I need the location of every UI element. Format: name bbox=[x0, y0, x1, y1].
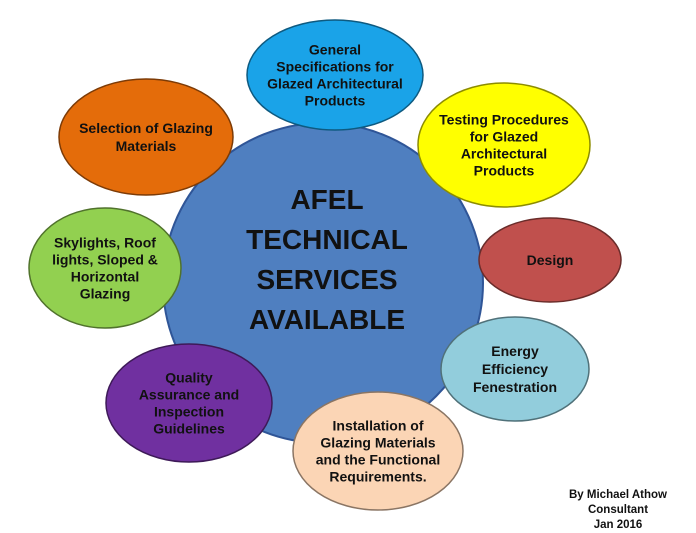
service-node-label-line: Assurance and bbox=[139, 387, 239, 403]
service-node-label-line: Glazed Architectural bbox=[267, 76, 403, 92]
service-node-shape bbox=[28, 207, 182, 329]
service-node-label-line: Architectural bbox=[461, 146, 547, 162]
center-title-line: AVAILABLE bbox=[249, 304, 405, 335]
service-node-label-line: Products bbox=[474, 163, 535, 179]
author-date: Jan 2016 bbox=[593, 519, 643, 531]
center-title-line: AFEL bbox=[290, 184, 363, 215]
service-node-label-line: Glazing Materials bbox=[320, 435, 435, 451]
service-node-design: Design bbox=[478, 217, 622, 303]
service-node-label-line: General bbox=[309, 42, 361, 58]
service-node-label-line: Skylights, Roof bbox=[54, 235, 156, 251]
service-node-shape bbox=[246, 19, 424, 131]
service-node-label-line: Specifications for bbox=[276, 59, 394, 75]
service-node-label-line: Requirements. bbox=[329, 469, 426, 485]
service-node-label-line: and the Functional bbox=[316, 452, 440, 468]
service-node-label: Design bbox=[527, 252, 574, 268]
service-node-label-line: Glazing bbox=[80, 286, 131, 302]
service-node-shape bbox=[478, 217, 622, 303]
service-node-label-line: Inspection bbox=[154, 404, 224, 420]
service-node-label-line: Testing Procedures bbox=[439, 112, 569, 128]
service-node-label-line: Materials bbox=[116, 138, 177, 154]
center-title-line: SERVICES bbox=[256, 264, 397, 295]
service-node-shape bbox=[105, 343, 273, 463]
service-node-label-line: Fenestration bbox=[473, 379, 557, 395]
author-role: Consultant bbox=[587, 504, 649, 516]
service-node-label-line: Selection of Glazing bbox=[79, 120, 213, 136]
service-node-label-line: for Glazed bbox=[470, 129, 538, 145]
service-node-label-line: Efficiency bbox=[482, 361, 548, 377]
service-node-shape bbox=[58, 78, 234, 196]
service-node-label-line: Products bbox=[305, 93, 366, 109]
service-node-label-line: Energy bbox=[491, 343, 539, 359]
service-node-shape bbox=[440, 316, 590, 422]
service-node-shape bbox=[417, 82, 591, 208]
author-name: By Michael Athow bbox=[569, 489, 667, 501]
center-title: AFEL TECHNICAL SERVICES AVAILABLE bbox=[246, 184, 408, 335]
service-node-label-line: Quality bbox=[165, 370, 213, 386]
service-node-label-line: Design bbox=[527, 252, 574, 268]
service-node-label-line: lights, Sloped & bbox=[52, 252, 158, 268]
service-node-label-line: Installation of bbox=[333, 418, 424, 434]
author-credit: By Michael Athow Consultant Jan 2016 bbox=[548, 488, 688, 533]
service-node-shape bbox=[292, 391, 464, 511]
service-node-label-line: Horizontal bbox=[71, 269, 139, 285]
center-title-line: TECHNICAL bbox=[246, 224, 408, 255]
service-node-label-line: Guidelines bbox=[153, 421, 225, 437]
